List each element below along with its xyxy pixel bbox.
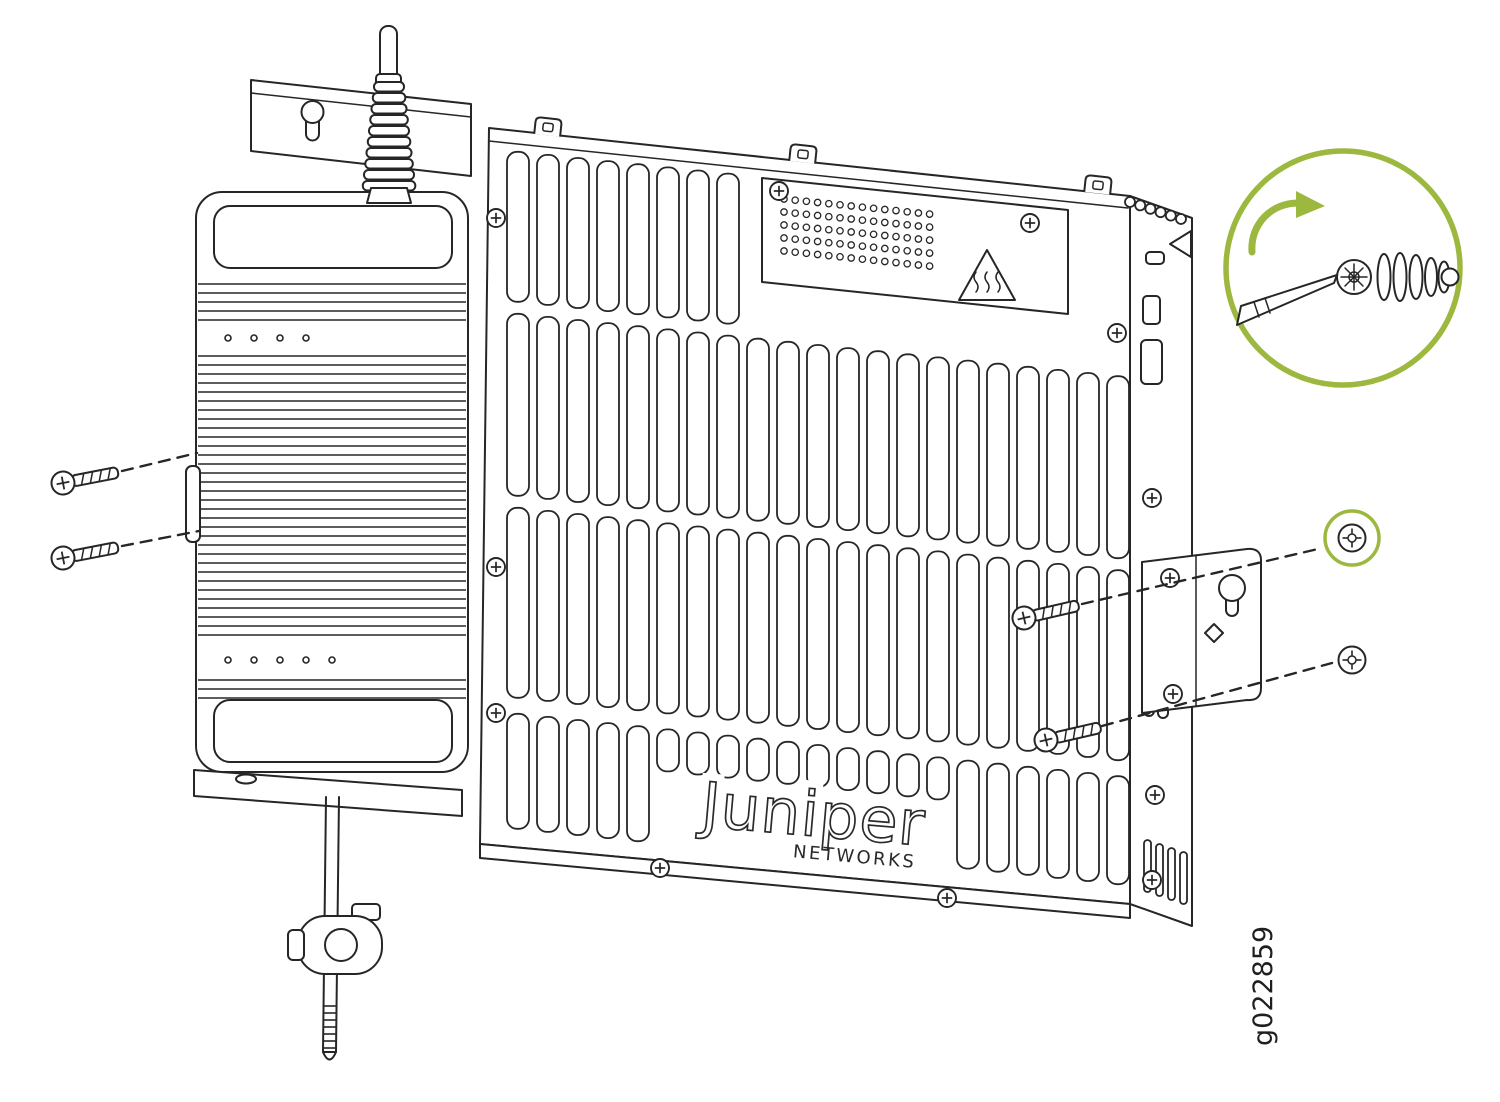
phillips-screw-icon	[1145, 785, 1165, 805]
screw-head-icon	[1336, 259, 1372, 295]
keyhole-slot-icon	[300, 100, 325, 142]
side-arrow-icon	[1169, 230, 1192, 258]
rotation-arrow-icon	[1248, 191, 1325, 256]
phillips-screw-icon	[1107, 323, 1127, 343]
heatsink-fins	[506, 150, 1130, 886]
adapter-cooling-ribs	[198, 283, 466, 699]
cable-tie-strap	[287, 796, 383, 1061]
wall-anchors	[1323, 509, 1381, 675]
adapter-indicator-dots	[224, 334, 336, 664]
corner-holes	[1124, 196, 1187, 225]
cable-gland	[361, 81, 417, 192]
phillips-screw-icon	[1142, 870, 1162, 890]
hot-surface-warning-icon	[958, 249, 1016, 301]
guide-line	[120, 451, 199, 473]
guide-line	[1100, 661, 1334, 728]
bottom-shelf	[193, 769, 463, 817]
strap-serrations	[322, 1005, 336, 1049]
guide-line	[1080, 547, 1320, 606]
wall-mount-plate-left	[250, 79, 472, 177]
phillips-screw-icon	[486, 703, 506, 723]
wall-anchor-icon	[1337, 645, 1367, 675]
phillips-screw-icon	[486, 208, 506, 228]
side-vent-slits	[1143, 839, 1188, 905]
screwdriver-detail-circle	[1223, 148, 1463, 388]
phillips-screw-icon	[769, 181, 789, 201]
chassis-side-panel	[1124, 196, 1192, 905]
phillips-screw-icon	[650, 858, 670, 878]
phillips-screw-icon	[486, 557, 506, 577]
power-adapter	[185, 187, 469, 773]
phillips-screw-icon	[1142, 488, 1162, 508]
guide-line	[120, 529, 201, 548]
cable-clamp	[287, 903, 383, 975]
wall-anchor-icon	[1337, 523, 1367, 553]
mounting-screw-icon	[48, 535, 122, 573]
main-chassis: Juniper Juniper NETWORKS	[479, 116, 1193, 927]
top-vent-panel	[761, 177, 1069, 315]
diamond-hole	[1204, 623, 1224, 643]
mounting-tab-icon	[788, 143, 818, 165]
mounting-screws	[48, 451, 1334, 755]
gland-neck	[366, 187, 412, 204]
wall-anchor-detail-icon	[1376, 252, 1460, 302]
mounting-tab-icon	[1083, 174, 1113, 196]
mounting-screw-icon	[48, 460, 122, 498]
phillips-screw-icon	[1163, 684, 1183, 704]
phillips-screw-icon	[1020, 213, 1040, 233]
power-cable	[361, 25, 417, 192]
figure-id-label: g022859	[1248, 926, 1279, 1046]
adapter-mount-tab	[185, 465, 201, 543]
keyhole-slot-icon	[1218, 574, 1246, 617]
mounting-tab-icon	[533, 116, 563, 138]
phillips-screw-icon	[937, 888, 957, 908]
mounting-bracket-right	[1141, 547, 1262, 714]
anchor-highlight-circle	[1323, 509, 1381, 567]
